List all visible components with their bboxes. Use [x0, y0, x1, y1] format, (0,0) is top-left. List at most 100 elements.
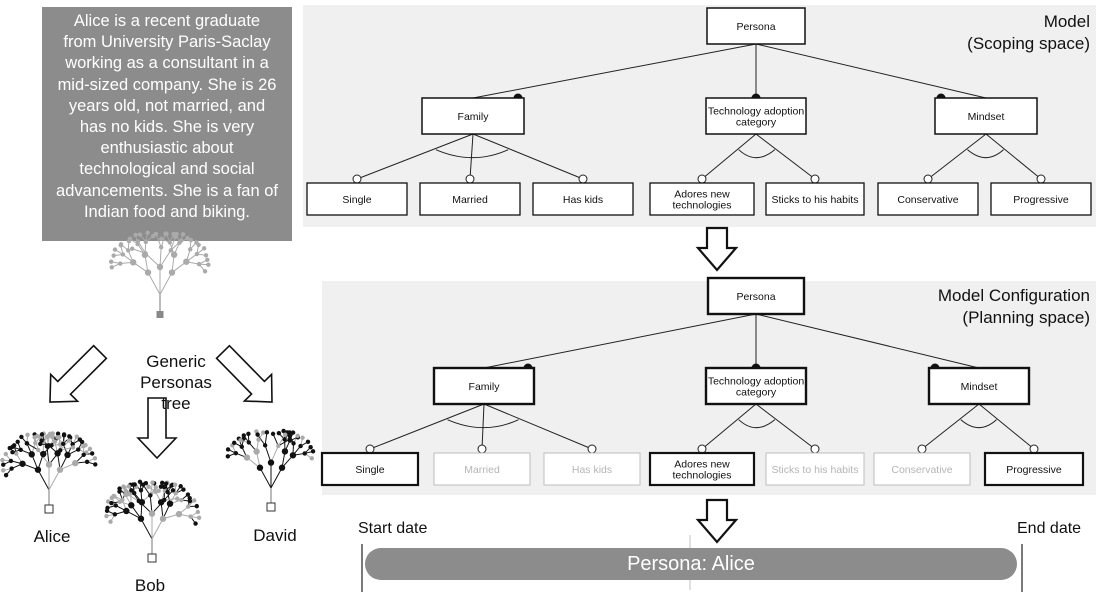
tree-node: [162, 485, 166, 489]
child-node-label: technologies: [673, 470, 732, 482]
tree-node: [257, 465, 263, 471]
tree-node: [167, 500, 173, 506]
tree-node: [80, 440, 84, 444]
feature-to-child-line: [979, 404, 1034, 449]
tree-node: [263, 443, 267, 447]
tree-root: [148, 554, 156, 562]
tree-node: [282, 437, 286, 441]
tree-node: [234, 451, 238, 455]
tree-node: [25, 441, 29, 445]
tree-node: [121, 252, 125, 256]
generic-persona-tree: [109, 231, 211, 318]
tree-node: [256, 438, 260, 442]
optional-dot: [698, 175, 706, 183]
tree-node: [93, 462, 97, 466]
tree-node: [110, 265, 114, 269]
tree-node: [283, 433, 287, 437]
tree-node: [133, 233, 137, 237]
tree-node: [226, 454, 230, 458]
tree-node: [181, 487, 185, 491]
alternative-group-arc: [967, 150, 1003, 158]
tree-node: [160, 481, 164, 485]
tree-node: [111, 494, 115, 498]
feature-node-label: category: [736, 117, 777, 129]
tree-node: [268, 459, 274, 465]
tree-node: [33, 441, 37, 445]
tree-name-bob: Bob: [125, 575, 175, 596]
tree-node: [108, 520, 112, 524]
tree-node: [173, 235, 177, 239]
arrow-to-david-icon: [217, 346, 272, 402]
tree-node: [137, 499, 141, 503]
tree-node: [311, 449, 315, 453]
down-arrow-icon: [698, 228, 736, 270]
tree-branch: [49, 470, 60, 490]
tree-node: [9, 459, 13, 463]
tree-node: [93, 456, 97, 460]
feature-node-label: Mindset: [968, 111, 1005, 123]
feature-to-child-line: [484, 404, 592, 449]
child-node-label: Progressive: [1006, 464, 1062, 476]
optional-dot: [579, 175, 587, 183]
tree-node: [169, 269, 175, 275]
tree-node: [232, 441, 236, 445]
tree-node: [40, 451, 46, 457]
feature-to-child-line: [702, 404, 756, 449]
tree-node: [295, 434, 299, 438]
tree-node: [145, 269, 151, 275]
tree-node: [144, 240, 148, 244]
optional-dot: [924, 175, 932, 183]
tree-node: [32, 435, 36, 439]
root-to-feature-line: [756, 314, 979, 368]
tree-node: [19, 461, 25, 467]
feature-to-child-line: [922, 404, 979, 449]
tree-node: [129, 488, 133, 492]
tree-node: [133, 482, 137, 486]
tree-node: [238, 438, 242, 442]
tree-node: [160, 516, 166, 522]
tree-node: [306, 440, 310, 444]
tree-branch: [260, 468, 271, 488]
optional-dot: [353, 175, 361, 183]
tree-node: [35, 467, 41, 473]
tree-branch: [160, 273, 172, 295]
child-node-label: Conservative: [897, 194, 958, 206]
feature-to-child-line: [470, 134, 473, 179]
tree-node: [290, 452, 296, 458]
feature-node-label: Family: [458, 111, 490, 123]
tree-node: [196, 510, 200, 514]
child-node-label: Conservative: [891, 464, 952, 476]
tree-node: [136, 239, 140, 243]
tree-node: [271, 432, 275, 436]
tree-node: [109, 260, 113, 264]
generic-tree-label: Generic Personas tree: [128, 351, 224, 414]
tree-node: [195, 504, 199, 508]
tree-node: [72, 460, 78, 466]
tree-node: [10, 450, 14, 454]
tree-node: [175, 496, 179, 500]
generic-tree-label-line1: Generic: [128, 351, 224, 372]
end-date-label: End date: [1017, 520, 1081, 538]
child-node-label: Progressive: [1013, 194, 1069, 206]
tree-node: [81, 444, 85, 448]
feature-to-child-line: [482, 404, 484, 449]
tree-branch: [152, 519, 163, 539]
tree-node: [310, 456, 314, 460]
tree-node: [85, 460, 89, 464]
child-node-label: Married: [464, 464, 500, 476]
tree-node: [277, 431, 281, 435]
tree-node: [118, 261, 122, 265]
tree-node: [276, 444, 280, 448]
root-to-feature-line: [484, 314, 756, 368]
tree-node: [244, 454, 250, 460]
tree-node: [58, 448, 62, 452]
tree-node: [14, 451, 18, 455]
tree-node: [197, 516, 201, 520]
tree-root: [45, 505, 53, 513]
tree-node: [171, 251, 177, 257]
optional-dot: [366, 445, 374, 453]
tree-node: [141, 482, 145, 486]
tree-node: [279, 465, 285, 471]
child-node-label: Single: [342, 194, 371, 206]
tree-node: [176, 511, 182, 517]
